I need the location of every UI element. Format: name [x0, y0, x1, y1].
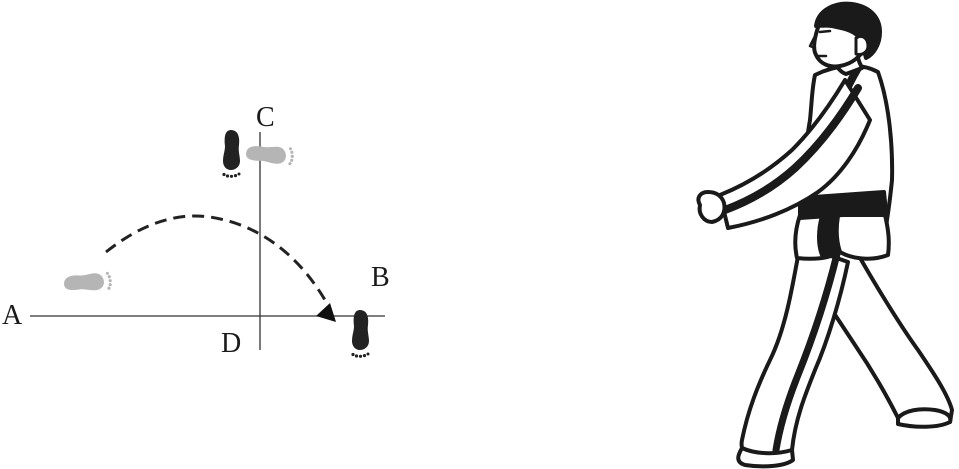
back-foot [896, 407, 953, 429]
point-label-b: B [371, 262, 390, 293]
eye [818, 29, 832, 34]
point-label-a: A [2, 300, 23, 331]
nose-and-mouth [808, 36, 828, 58]
martial-artist-figure [696, 1, 954, 469]
point-label-d: D [221, 328, 241, 359]
belt-knot [817, 214, 842, 257]
start-footprint-icon [63, 271, 113, 293]
jacket-flap [793, 213, 891, 261]
pivot-light-footprint-icon [245, 144, 295, 166]
end-footprint-icon [351, 310, 370, 358]
pivot-dark-footprint-icon [222, 130, 241, 178]
arrowhead-icon [316, 303, 336, 322]
point-label-c: C [256, 102, 275, 133]
fist [696, 190, 727, 224]
ear [854, 34, 870, 56]
front-leg-stripe [772, 246, 842, 454]
front-foot [736, 446, 795, 469]
sleeve-stripe [721, 84, 862, 214]
step-path-dashed-curve [105, 214, 327, 301]
